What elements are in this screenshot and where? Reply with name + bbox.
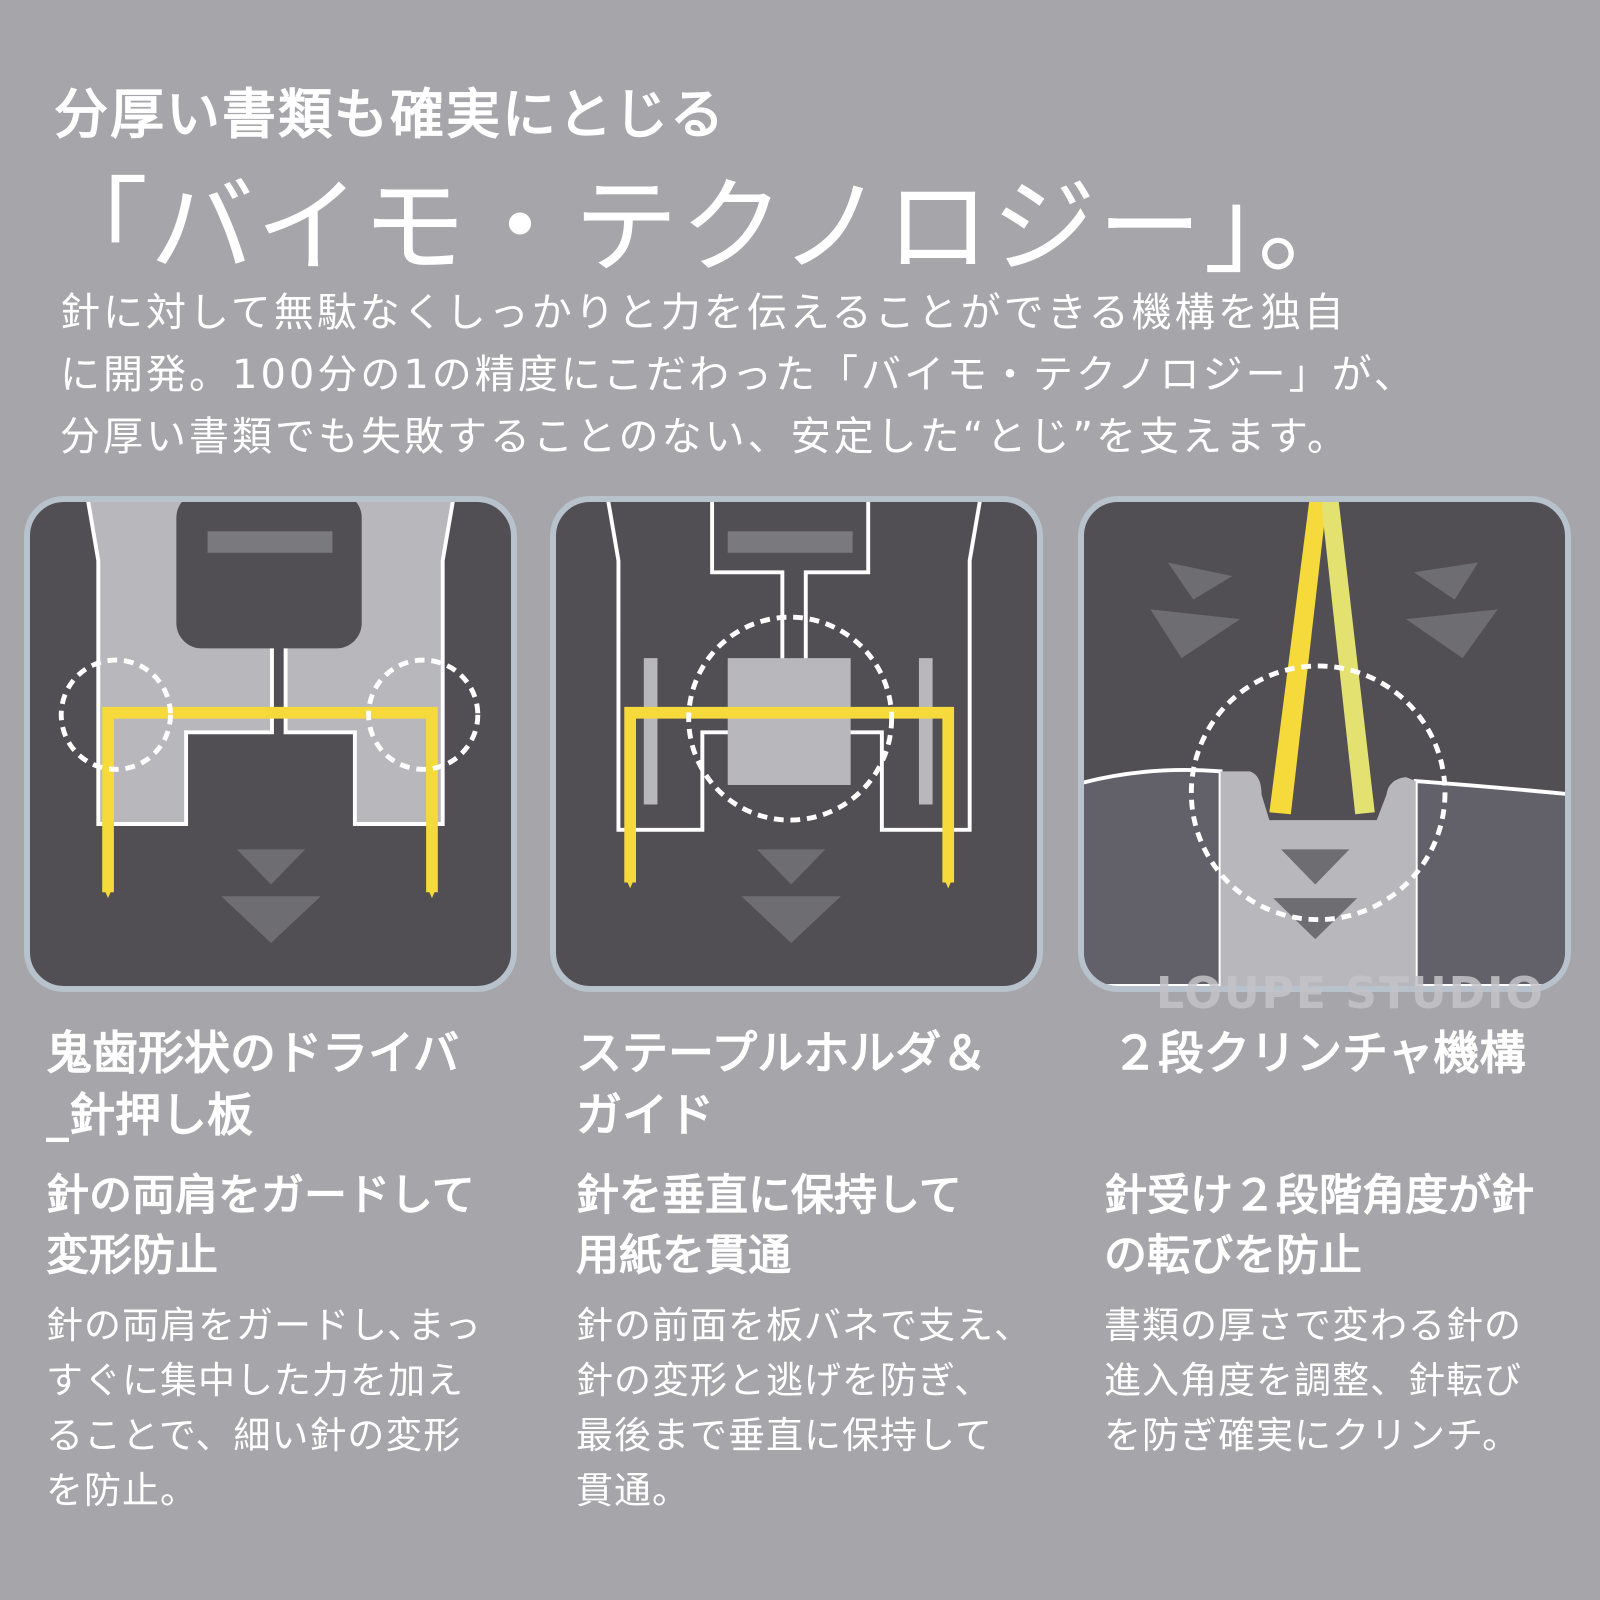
feature-subtitle-line: の転びを防止 — [1104, 1231, 1362, 1281]
staple-tip — [102, 884, 114, 899]
highlight-circle — [686, 614, 895, 823]
staple-tip — [942, 874, 955, 889]
feature-description-line: 針の前面を板バネで支え、 — [576, 1304, 1032, 1347]
paper-stack — [1084, 768, 1223, 986]
feature-description-line: を防ぎ確実にクリンチ。 — [1104, 1414, 1521, 1457]
headline: 分厚い書類も確実にとじる — [54, 83, 726, 146]
feature-column: ２段クリンチャ機構 針受け２段階角度が針 の転びを防止 書類の厚さで変わる針の … — [1104, 1022, 1600, 1463]
feature-subtitle-line: 針を垂直に保持して — [576, 1171, 962, 1221]
feature-title-line: 鬼歯形状のドライバ — [46, 1026, 460, 1080]
feature-subtitle-line: 変形防止 — [46, 1231, 218, 1281]
clincher-diagram-panel — [1078, 496, 1571, 992]
arrow-down-icon — [1405, 609, 1498, 659]
intro-line: 分厚い書類でも失敗することのない、安定した“とじ”を支えます。 — [60, 414, 1351, 460]
staple-leg — [1269, 502, 1327, 815]
feature-subtitle: 針受け２段階角度が針 の転びを防止 — [1104, 1166, 1600, 1286]
feature-description-line: を防止。 — [46, 1469, 198, 1512]
feature-description-line: すぐに集中した力を加え — [46, 1359, 464, 1402]
holder-slot — [727, 531, 853, 553]
feature-description-line: 針の両肩をガードし､まっ — [46, 1304, 483, 1347]
feature-description-line: 針の変形と逃げを防ぎ、 — [576, 1359, 993, 1402]
watermark: LOUPE STUDIO — [1156, 968, 1545, 1019]
feature-description-line: 書類の厚さで変わる針の — [1104, 1304, 1522, 1347]
arrow-down-icon — [756, 849, 826, 885]
feature-title: 鬼歯形状のドライバ _針押し板 — [46, 1022, 546, 1162]
driver-slot — [207, 531, 333, 553]
feature-description: 針の前面を板バネで支え、 針の変形と逃げを防ぎ、 最後まで垂直に保持して 貫通。 — [576, 1298, 1076, 1518]
feature-title-line: ２段クリンチャ機構 — [1112, 1026, 1526, 1080]
feature-description: 書類の厚さで変わる針の 進入角度を調整、針転び を防ぎ確実にクリンチ。 — [1104, 1298, 1600, 1463]
brand-title: 「バイモ・テクノロジー」。 — [44, 166, 1364, 288]
guide-plate — [727, 658, 851, 785]
feature-subtitle: 針の両肩をガードして 変形防止 — [46, 1166, 546, 1286]
driver-diagram-panel — [24, 496, 517, 992]
intro-paragraph: 針に対して無駄なくしっかりと力を伝えることができる機構を独自 に開発。100分の… — [60, 282, 1560, 468]
feature-description-line: ることで、細い針の変形 — [46, 1414, 462, 1457]
driver-diagram — [58, 502, 481, 944]
highlight-circle — [366, 657, 481, 772]
arrow-down-icon — [221, 896, 321, 944]
feature-subtitle-line: 用紙を貫通 — [576, 1231, 791, 1281]
feature-description-line: 進入角度を調整、針転び — [1104, 1359, 1522, 1402]
staple-tip — [624, 874, 637, 889]
driver-block — [176, 502, 362, 649]
arrow-down-icon — [1150, 609, 1241, 659]
holder-frame — [803, 502, 982, 832]
arrow-down-icon — [1167, 562, 1233, 600]
guide-bar — [918, 658, 933, 805]
arrow-down-icon — [1413, 562, 1479, 600]
feature-subtitle-line: 針の両肩をガードして — [46, 1171, 475, 1221]
staple-wire — [102, 706, 438, 893]
arrow-down-icon — [741, 896, 841, 944]
feature-title-line: _針押し板 — [46, 1088, 253, 1142]
highlight-circle — [58, 657, 173, 772]
feature-title: ステープルホルダ＆ ガイド — [576, 1022, 1076, 1162]
feature-description-line: 貫通。 — [576, 1469, 690, 1512]
feature-description-line: 最後まで垂直に保持して — [576, 1414, 993, 1457]
holder-frame — [606, 502, 785, 832]
feature-title: ２段クリンチャ機構 — [1104, 1022, 1600, 1162]
clincher-diagram — [1084, 502, 1565, 986]
feature-subtitle-line: 針受け２段階角度が針 — [1104, 1171, 1534, 1221]
guide-bar — [643, 658, 658, 805]
staple-leg — [1321, 502, 1375, 815]
feature-title-line: ガイド — [576, 1088, 714, 1142]
arrow-down-icon — [236, 849, 306, 885]
feature-title-line: ステープルホルダ＆ — [576, 1026, 988, 1080]
highlight-circle — [1188, 663, 1448, 923]
holder-diagram — [606, 502, 982, 944]
paper-stack — [1413, 778, 1565, 986]
feature-column: 鬼歯形状のドライバ _針押し板 針の両肩をガードして 変形防止 針の両肩をガード… — [46, 1022, 546, 1518]
feature-column: ステープルホルダ＆ ガイド 針を垂直に保持して 用紙を貫通 針の前面を板バネで支… — [576, 1022, 1076, 1518]
feature-subtitle: 針を垂直に保持して 用紙を貫通 — [576, 1166, 1076, 1286]
feature-description: 針の両肩をガードし､まっ すぐに集中した力を加え ることで、細い針の変形 を防止… — [46, 1298, 546, 1518]
holder-diagram-panel — [550, 496, 1043, 992]
staple-tip — [426, 884, 438, 899]
staple-wire — [624, 706, 955, 883]
arrow-down-icon — [1281, 849, 1350, 885]
intro-line: に開発。100分の1の精度にこだわった「バイモ・テクノロジー」が、 — [60, 352, 1417, 398]
intro-line: 針に対して無駄なくしっかりと力を伝えることができる機構を独自 — [60, 290, 1347, 336]
